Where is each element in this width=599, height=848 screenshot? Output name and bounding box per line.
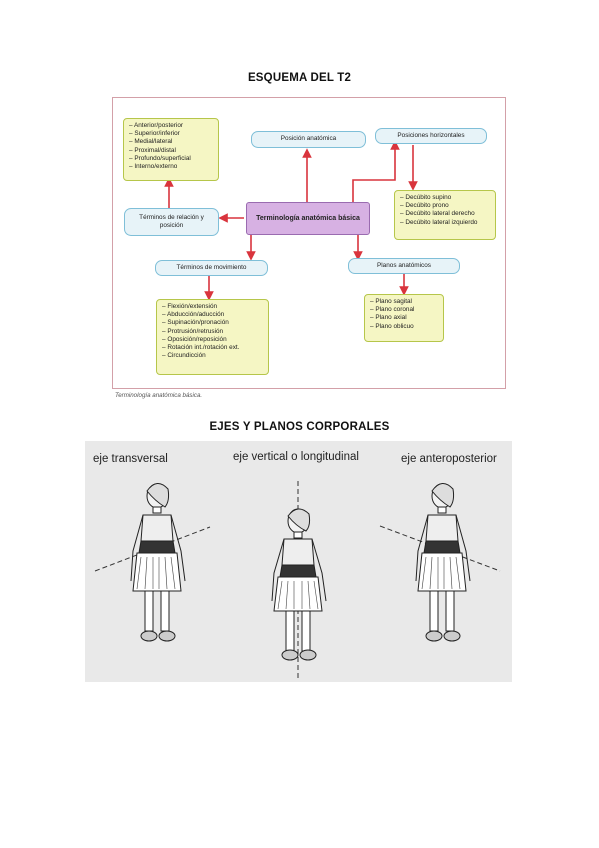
relation-term-item: Medial/lateral — [129, 138, 213, 146]
horizontal-position-item: Decúbito prono — [400, 202, 490, 210]
anatomical-plane-item: Plano coronal — [370, 306, 438, 314]
horizontal-position-item: Decúbito lateral izquierdo — [400, 219, 490, 227]
anatomical-position-label: Posición anatómica — [280, 135, 337, 143]
movement-term-item: Protrusión/retrusión — [162, 328, 263, 336]
central-concept-box: Terminología anatómica básica — [246, 202, 370, 235]
axis-label-anteroposterior: eje anteroposterior — [401, 453, 497, 465]
figure-vertical-axis — [271, 481, 327, 679]
figure-caption: Terminología anatómica básica. — [115, 392, 203, 399]
horizontal-position-item: Decúbito lateral derecho — [400, 210, 490, 218]
axis-label-vertical: eje vertical o longitudinal — [233, 451, 359, 463]
anatomical-plane-item: Plano axial — [370, 314, 438, 322]
relation-terms-list: Anterior/posteriorSuperior/inferiorMedia… — [123, 118, 219, 181]
relation-term-item: Profundo/superficial — [129, 155, 213, 163]
axis-label-transverse: eje transversal — [93, 453, 168, 465]
anatomical-position-box: Posición anatómica — [251, 131, 366, 148]
axes-heading: EJES Y PLANOS CORPORALES — [209, 421, 390, 433]
scheme-heading: ESQUEMA DEL T2 — [247, 72, 352, 84]
figure-anteroposterior-axis — [379, 483, 501, 642]
movement-terms-label: Términos de movimiento — [176, 263, 247, 271]
relation-term-item: Superior/inferior — [129, 130, 213, 138]
movement-term-item: Abducción/aducción — [162, 311, 263, 319]
movement-term-item: Rotación int./rotación ext. — [162, 344, 263, 352]
anatomical-planes-list: Plano sagitalPlano coronalPlano axialPla… — [364, 294, 444, 342]
relation-term-item: Interno/externo — [129, 163, 213, 171]
anatomical-plane-item: Plano sagital — [370, 298, 438, 306]
anatomical-planes-label: Planos anatómicos — [377, 261, 431, 269]
concept-map: Anterior/posteriorSuperior/inferiorMedia… — [112, 97, 506, 389]
movement-term-item: Flexión/extensión — [162, 303, 263, 311]
movement-term-item: Supinación/pronación — [162, 319, 263, 327]
anatomical-planes-box: Planos anatómicos — [348, 258, 460, 274]
horizontal-positions-box: Posiciones horizontales — [375, 128, 487, 144]
relation-term-item: Proximal/distal — [129, 147, 213, 155]
axes-illustration: eje transversal eje vertical o longitudi… — [85, 441, 512, 682]
anatomical-plane-item: Plano oblicuo — [370, 323, 438, 331]
movement-term-item: Oposición/reposición — [162, 336, 263, 344]
relation-term-item: Anterior/posterior — [129, 122, 213, 130]
movement-term-item: Circundicción — [162, 352, 263, 360]
central-concept-label: Terminología anatómica básica — [256, 215, 360, 222]
concept-map-arrows — [164, 140, 418, 301]
figure-transverse-axis — [94, 483, 211, 642]
movement-terms-box: Términos de movimiento — [155, 260, 268, 276]
horizontal-positions-list: Decúbito supinoDecúbito pronoDecúbito la… — [394, 190, 496, 240]
horizontal-position-item: Decúbito supino — [400, 194, 490, 202]
relation-terms-label: Términos de relación y posición — [139, 213, 204, 229]
horizontal-positions-label: Posiciones horizontales — [397, 131, 465, 139]
relation-terms-box: Términos de relación y posición — [124, 208, 219, 236]
movement-terms-list: Flexión/extensiónAbducción/aducciónSupin… — [156, 299, 269, 375]
